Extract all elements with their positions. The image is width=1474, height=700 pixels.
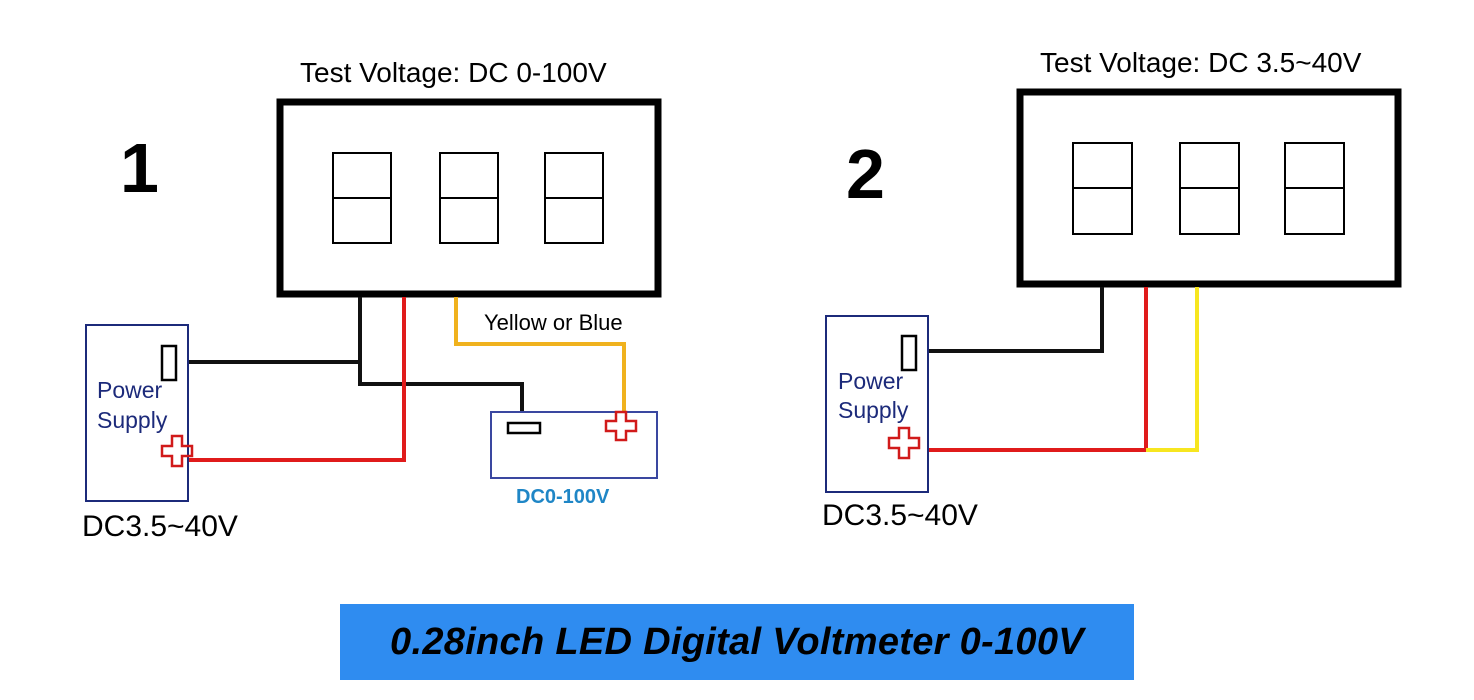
power-supply-2-plus-icon <box>887 426 921 460</box>
yellow-wire-1 <box>454 297 626 418</box>
red-wire-2 <box>928 287 1148 452</box>
power-supply-1-range: DC3.5~40V <box>82 510 238 543</box>
voltmeter-2-digits <box>1072 142 1345 235</box>
diagram-2-test-voltage: Test Voltage: DC 3.5~40V <box>1040 47 1362 78</box>
measured-source-range: DC0-100V <box>516 486 610 508</box>
diagram-1: 1 Test Voltage: DC 0-100V Yellow or Blue… <box>82 57 662 543</box>
banner-background <box>340 604 1134 680</box>
product-title-banner: 0.28inch LED Digital Voltmeter 0-100V <box>390 620 1084 663</box>
power-supply-1-label-line2: Supply <box>97 407 168 433</box>
power-supply-2-label-line2: Supply <box>838 397 909 423</box>
diagram-1-number: 1 <box>120 129 159 207</box>
yellow-wire-2 <box>1146 287 1199 452</box>
measured-source-minus-terminal <box>506 421 542 435</box>
voltmeter-1-digits <box>332 152 604 244</box>
wire-color-label: Yellow or Blue <box>484 310 623 335</box>
diagram-1-test-voltage: Test Voltage: DC 0-100V <box>300 57 607 88</box>
power-supply-1-label-line1: Power <box>97 377 163 403</box>
measured-source-plus-icon <box>604 410 638 442</box>
diagram-2-number: 2 <box>846 135 885 213</box>
red-wire-1 <box>186 297 406 462</box>
black-wire-1-battery <box>358 362 524 412</box>
power-supply-2-minus-terminal <box>900 334 918 372</box>
black-wire-2 <box>928 287 1104 353</box>
diagram-2: 2 Test Voltage: DC 3.5~40V Power Supply … <box>822 47 1402 532</box>
power-supply-2-label-line1: Power <box>838 368 904 394</box>
black-wire-1 <box>188 297 362 364</box>
power-supply-2-range: DC3.5~40V <box>822 499 978 532</box>
power-supply-1-minus-terminal <box>160 344 178 382</box>
power-supply-1-plus-icon <box>160 434 194 468</box>
